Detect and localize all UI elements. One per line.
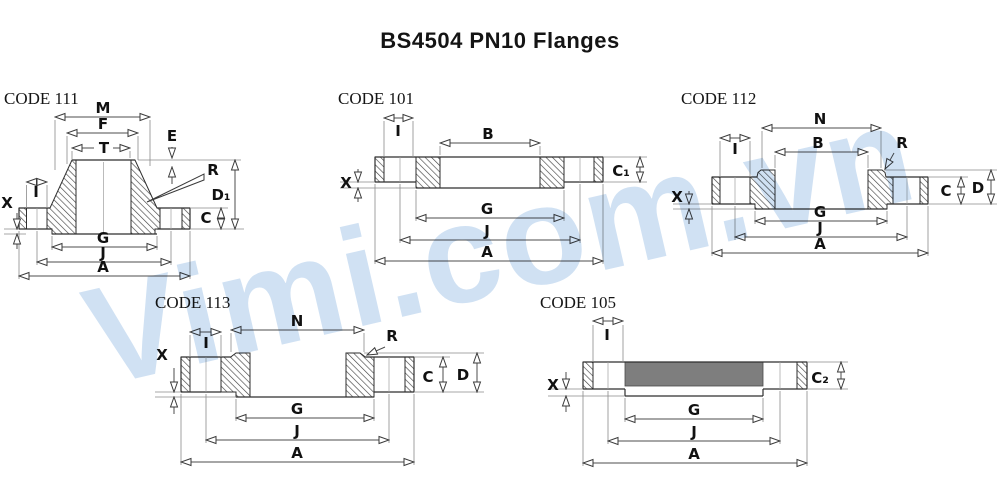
dim-label-x: X: [156, 346, 168, 364]
dim-label-c: C: [200, 209, 211, 227]
code-113-diagram: N I R X C D G J A: [155, 312, 484, 477]
code-112-label: CODE 112: [681, 89, 757, 108]
dim-label-x: X: [340, 174, 352, 192]
center-lines: [399, 157, 581, 182]
hub-wall-right: [867, 169, 894, 210]
flange-cross-section: [374, 156, 604, 189]
dim-label-j: J: [690, 423, 697, 441]
code-112-diagram: N B I R X C D G J A: [671, 110, 997, 290]
hub-wall-left: [749, 169, 776, 210]
dim-label-n: N: [291, 312, 304, 330]
flange-cross-section: [180, 352, 415, 398]
dim-label-m: M: [96, 99, 111, 117]
dimension-labels: I X C₂ G J A: [547, 326, 829, 463]
hub-wall-left: [46, 159, 77, 235]
dim-label-i: I: [395, 122, 401, 140]
dimension-labels: N B I R X C D G J A: [671, 110, 984, 253]
dim-label-a: A: [814, 235, 826, 253]
dim-label-a: A: [97, 258, 109, 276]
dim-label-n: N: [814, 110, 827, 128]
dim-label-c2: C₂: [811, 369, 829, 387]
center-lines: [36, 162, 172, 232]
dim-label-x: X: [1, 194, 13, 212]
dim-label-g: G: [481, 200, 493, 218]
flange-cross-section: [711, 169, 929, 210]
dim-label-d: D: [972, 179, 984, 197]
dim-label-f: F: [98, 115, 108, 133]
code-101-diagram: I B X C₁ G J A: [340, 108, 647, 290]
dim-label-g: G: [97, 229, 109, 247]
dim-label-r: R: [207, 161, 219, 179]
dim-label-x: X: [547, 376, 559, 394]
dim-label-i: I: [732, 140, 738, 158]
dimension-lines: [548, 321, 848, 466]
center-lines: [205, 357, 390, 392]
dim-label-c: C: [422, 368, 433, 386]
center-lines: [734, 177, 908, 204]
code-111-diagram: M F T E R I X D₁ C G J A: [1, 99, 244, 290]
section-wall-right: [539, 156, 565, 189]
dimension-lines: [673, 128, 997, 256]
dimension-lines: [4, 117, 244, 279]
dim-label-j: J: [816, 219, 823, 237]
code-101-label: CODE 101: [338, 89, 415, 108]
dim-label-j: J: [483, 222, 490, 240]
dim-label-a: A: [481, 243, 493, 261]
radius-leader: [146, 173, 205, 203]
dim-label-t: T: [99, 139, 110, 157]
page-title: BS4504 PN10 Flanges: [380, 28, 620, 53]
dim-label-j: J: [293, 422, 300, 440]
dim-label-i: I: [203, 334, 209, 352]
dim-label-x: X: [671, 188, 683, 206]
dimension-labels: M F T E R I X D₁ C G J A: [1, 99, 230, 276]
blind-center: [624, 361, 764, 387]
dim-label-g: G: [291, 400, 303, 418]
code-105-label: CODE 105: [540, 293, 617, 312]
dim-label-c: C: [940, 182, 951, 200]
hub-wall-right: [345, 352, 375, 398]
dim-label-i: I: [604, 326, 610, 344]
hub-wall-right: [130, 159, 161, 235]
flange-cross-section: [18, 159, 191, 235]
dim-label-g: G: [688, 401, 700, 419]
dim-label-d: D: [457, 366, 469, 384]
dim-label-j: J: [99, 244, 106, 262]
dimension-lines: [340, 118, 647, 264]
dim-label-c1: C₁: [612, 162, 630, 180]
code-111-label: CODE 111: [4, 89, 79, 108]
dim-label-i: I: [33, 183, 39, 201]
hub-wall-left: [220, 352, 251, 398]
center-lines: [607, 362, 781, 389]
dim-label-a: A: [291, 444, 303, 462]
dim-label-d1: D₁: [211, 186, 230, 204]
dim-label-b: B: [812, 134, 823, 152]
dim-label-e: E: [167, 127, 177, 145]
section-wall-left: [415, 156, 441, 189]
dim-label-a: A: [688, 445, 700, 463]
flange-cross-section: [582, 361, 808, 397]
dimension-lines: [155, 330, 484, 465]
code-105-diagram: I X C₂ G J A: [547, 310, 848, 477]
code-113-label: CODE 113: [155, 293, 231, 312]
dim-label-r: R: [896, 134, 908, 152]
dim-label-r: R: [386, 327, 398, 345]
dim-label-g: G: [814, 203, 826, 221]
dimension-labels: N I R X C D G J A: [156, 312, 469, 462]
dim-label-b: B: [482, 125, 493, 143]
dimension-labels: I B X C₁ G J A: [340, 122, 630, 261]
